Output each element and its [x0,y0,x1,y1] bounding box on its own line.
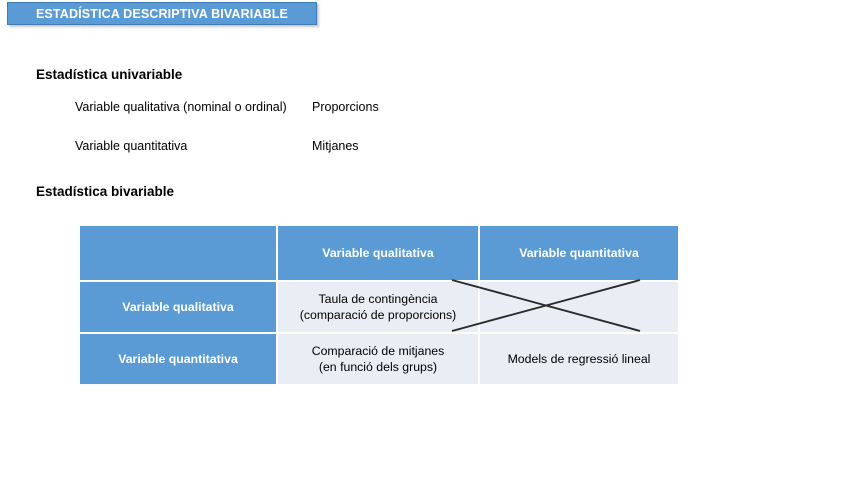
bivariable-matrix-table: Variable qualitativa Variable quantitati… [78,224,678,384]
matrix-cell-quant-qual: Comparació de mitjanes (en funció dels g… [278,334,478,384]
univariable-row-1: Variable qualitativa (nominal o ordinal)… [75,100,495,118]
matrix-cell-quant-qual-line2: (en funció dels grups) [318,360,438,374]
matrix-col-header-qualitativa: Variable qualitativa [278,226,478,280]
matrix-col-header-quantitativa: Variable quantitativa [480,226,678,280]
matrix-cell-quant-qual-line1: Comparació de mitjanes [311,343,445,358]
matrix-row-header-qualitativa: Variable qualitativa [80,282,276,332]
slide-title-banner: ESTADÍSTICA DESCRIPTIVA BIVARIABLE [7,2,317,25]
matrix-row-quantitativa: Variable quantitativa Comparació de mitj… [80,334,678,384]
matrix-row-header-quantitativa: Variable quantitativa [80,334,276,384]
univariable-row-2-variable: Variable quantitativa [75,139,188,153]
matrix-table-element: Variable qualitativa Variable quantitati… [78,224,680,386]
univariable-row-2: Variable quantitativa Mitjanes [75,139,495,157]
bivariable-heading: Estadística bivariable [36,184,175,199]
matrix-row-qualitativa: Variable qualitativa Taula de contingènc… [80,282,678,332]
matrix-cell-qual-qual: Taula de contingència (comparació de pro… [278,282,478,332]
matrix-corner-cell [80,226,276,280]
matrix-cell-quant-quant: Models de regressió lineal [480,334,678,384]
matrix-cell-qual-qual-line2: (comparació de proporcions) [299,308,457,322]
slide-title-text: ESTADÍSTICA DESCRIPTIVA BIVARIABLE [35,6,289,21]
matrix-cell-qual-qual-line1: Taula de contingència [318,291,438,306]
univariable-heading: Estadística univariable [36,67,183,82]
univariable-row-2-measure: Mitjanes [312,139,359,153]
univariable-row-1-measure: Proporcions [312,100,379,114]
univariable-row-1-variable: Variable qualitativa (nominal o ordinal) [75,100,287,114]
matrix-cell-qual-quant-crossed-out [480,282,678,332]
matrix-header-row: Variable qualitativa Variable quantitati… [80,226,678,280]
